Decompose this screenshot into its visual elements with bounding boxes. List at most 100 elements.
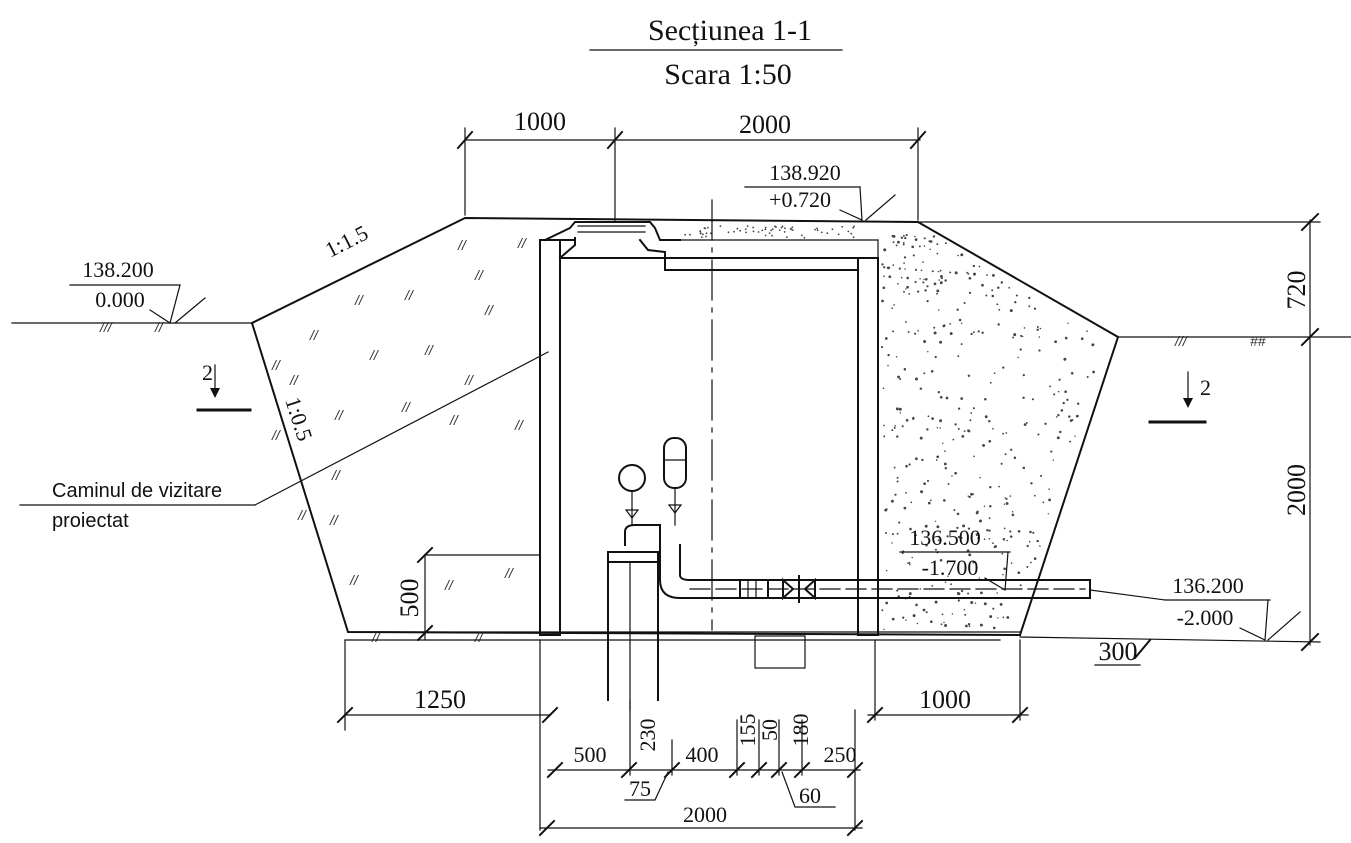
- gravel-dot: [951, 475, 953, 477]
- gravel-dot: [1005, 497, 1008, 500]
- gravel-dot: [1057, 390, 1060, 393]
- gravel-dot: [1025, 421, 1028, 424]
- gravel-dot: [979, 519, 982, 523]
- gravel-dot: [933, 282, 937, 286]
- gravel-dot: [905, 619, 907, 621]
- svg-text:75: 75: [629, 776, 651, 801]
- gravel-dot: [911, 556, 913, 559]
- gravel-dot: [938, 535, 940, 538]
- svg-text://: //: [474, 267, 485, 283]
- gravel-dot: [883, 248, 887, 252]
- gravel-dot: [968, 276, 972, 280]
- gravel-dot: [942, 442, 944, 445]
- gravel-dot: [892, 330, 895, 333]
- gravel-dot: [1010, 448, 1013, 451]
- gravel-dot: [1070, 372, 1074, 375]
- gravel-dot: [893, 304, 895, 306]
- gravel-dot: [853, 225, 855, 228]
- gravel-dot: [972, 407, 975, 410]
- gravel-dot: [896, 435, 899, 438]
- gravel-dot: [1067, 322, 1069, 324]
- gravel-dot: [1011, 511, 1014, 513]
- gravel-dot: [999, 602, 1003, 606]
- gravel-dot: [1030, 482, 1033, 485]
- gravel-dot: [902, 243, 905, 246]
- gravel-dot: [1028, 296, 1031, 300]
- gravel-dot: [1005, 502, 1009, 505]
- gravel-dot: [977, 330, 980, 333]
- gravel-dot: [1048, 498, 1051, 502]
- gravel-dot: [1021, 335, 1024, 338]
- gravel-dot: [1000, 462, 1003, 465]
- gravel-dot: [892, 234, 896, 238]
- gravel-dot: [914, 238, 918, 241]
- gravel-dot: [920, 269, 923, 272]
- gravel-dot: [699, 230, 702, 233]
- gravel-dot: [886, 266, 890, 270]
- gravel-dot: [943, 324, 946, 327]
- gravel-dot: [892, 241, 895, 244]
- gravel-dot: [1009, 535, 1013, 538]
- gravel-dot: [801, 234, 803, 237]
- svg-text://: //: [297, 507, 308, 523]
- gravel-dot: [850, 232, 853, 235]
- gravel-dot: [1044, 422, 1047, 425]
- gravel-dot: [936, 525, 940, 529]
- gravel-dot: [764, 226, 767, 229]
- gravel-dot: [1015, 294, 1018, 297]
- gravel-dot: [996, 592, 998, 594]
- gravel-dot: [978, 265, 981, 268]
- gravel-dot: [992, 274, 995, 277]
- gravel-dot: [936, 252, 939, 255]
- gravel-dot: [895, 407, 899, 411]
- gravel-dot: [744, 228, 747, 231]
- gravel-dot: [912, 614, 916, 618]
- gravel-dot: [1001, 552, 1004, 555]
- gravel-dot: [897, 375, 900, 379]
- gravel-dot: [966, 271, 968, 274]
- gravel-dot: [883, 435, 886, 438]
- gravel-dot: [1017, 571, 1021, 574]
- svg-text://: //: [354, 292, 365, 308]
- gravel-dot: [934, 548, 937, 551]
- svg-text:138.920: 138.920: [769, 160, 841, 185]
- gravel-dot: [1091, 343, 1095, 347]
- gravel-dot: [905, 288, 907, 290]
- gravel-dot: [939, 340, 943, 344]
- svg-text:1250: 1250: [414, 685, 466, 714]
- gravel-dot: [770, 229, 772, 232]
- svg-text://: //: [331, 467, 342, 483]
- gravel-dot: [927, 350, 929, 353]
- gravel-dot: [922, 261, 924, 263]
- svg-text:0.000: 0.000: [95, 287, 145, 312]
- gravel-dot: [923, 372, 926, 375]
- gravel-dot: [709, 232, 712, 235]
- gravel-dot: [939, 269, 942, 272]
- gravel-dot: [926, 479, 930, 482]
- gravel-dot: [733, 230, 735, 233]
- svg-text:-2.000: -2.000: [1177, 605, 1234, 630]
- gravel-dot: [923, 482, 926, 486]
- gravel-dot: [905, 418, 909, 422]
- gravel-dot: [1062, 401, 1065, 405]
- gravel-dot: [883, 275, 885, 278]
- gravel-dot: [923, 278, 925, 281]
- gravel-dot: [1009, 530, 1012, 533]
- gravel-dot: [960, 589, 964, 593]
- gravel-dot: [970, 412, 973, 414]
- gravel-dot: [914, 281, 917, 284]
- gravel-dot: [960, 537, 963, 539]
- gravel-dot: [895, 244, 898, 247]
- gravel-dot: [937, 270, 940, 273]
- gravel-dot: [988, 419, 991, 423]
- svg-text:180: 180: [788, 714, 813, 747]
- gravel-dot: [921, 458, 924, 462]
- gravel-dot: [915, 457, 918, 461]
- svg-text://: //: [449, 412, 460, 428]
- gravel-dot: [816, 229, 819, 232]
- gravel-dot: [783, 231, 786, 233]
- gravel-dot: [944, 581, 947, 583]
- gravel-dot: [915, 534, 917, 537]
- gravel-dot: [936, 243, 939, 246]
